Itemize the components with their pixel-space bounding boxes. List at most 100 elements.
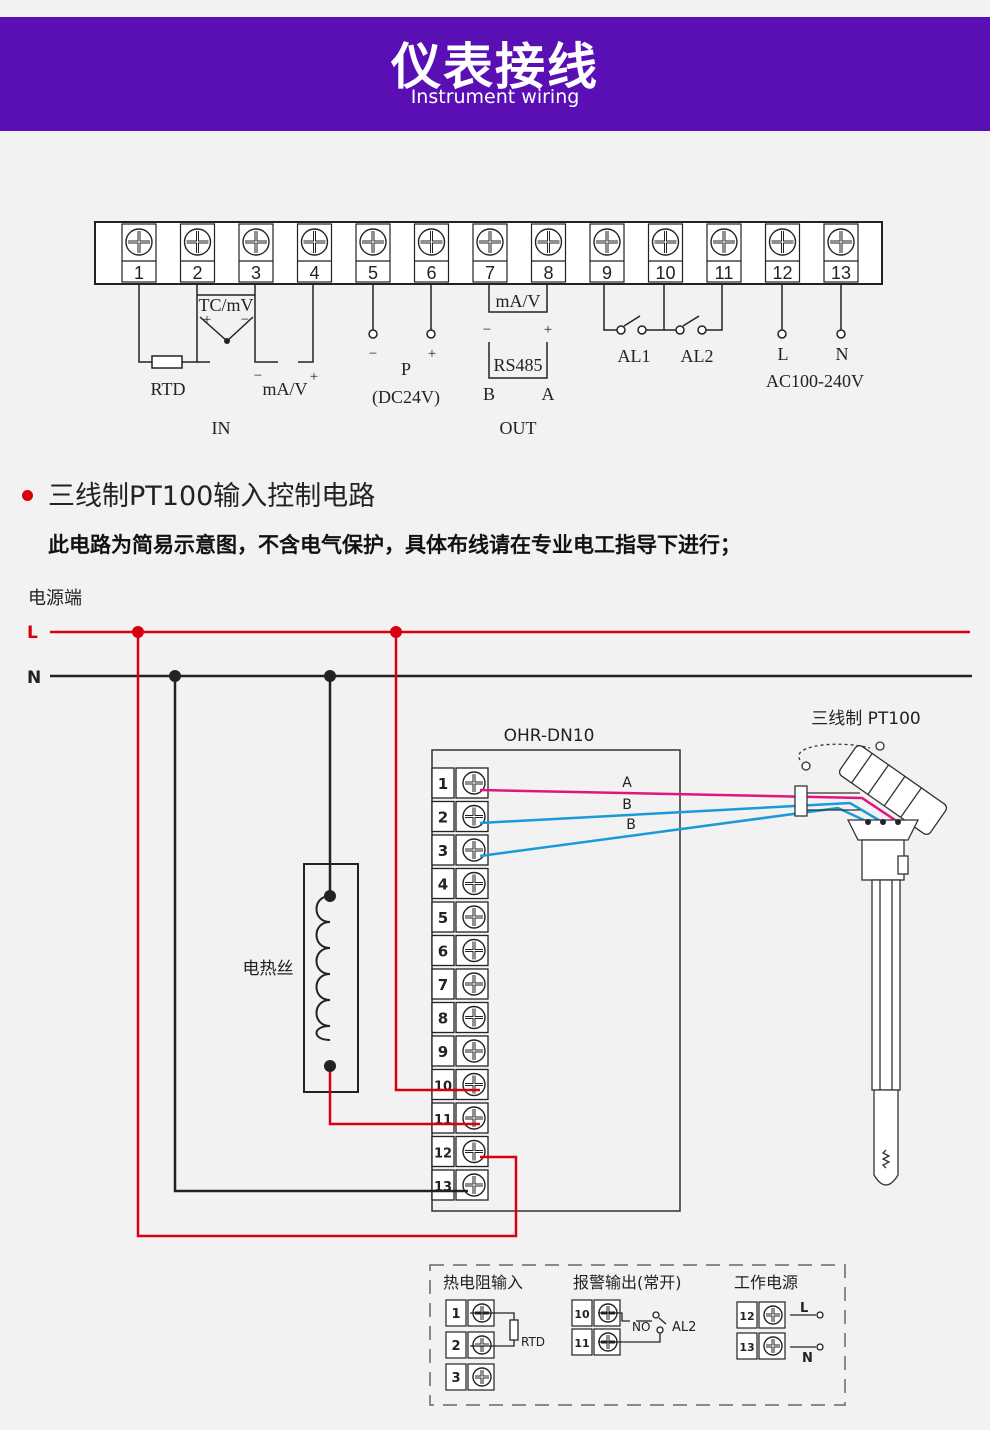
l-label: L [778, 344, 789, 364]
terminal-screw-icon [763, 1336, 783, 1356]
terminal-screw-icon [598, 1303, 618, 1323]
controller-terminal: 11 [431, 1102, 489, 1134]
terminal-screw-icon [462, 972, 486, 996]
terminal-screw-icon [462, 1106, 486, 1130]
terminal-screw-icon [472, 1367, 492, 1387]
strip-terminal-number: 4 [309, 263, 319, 283]
controller-terminal-number: 5 [438, 909, 448, 927]
controller-terminal-number: 6 [438, 943, 448, 961]
controller-terminal-number: 2 [438, 809, 448, 827]
wire-b2-label: B [626, 817, 636, 833]
terminal-screw-icon [462, 871, 486, 896]
p-label: P [401, 359, 411, 379]
l-junction-dot [132, 626, 144, 638]
l-junction-dot [390, 626, 402, 638]
legend-terminal: 10 [571, 1299, 621, 1327]
tc-plus-label: + [203, 312, 211, 328]
p-plus-label: + [428, 346, 436, 362]
strip-terminal-number: 13 [831, 263, 851, 283]
terminal-screw-icon [462, 1005, 486, 1030]
al1-label: AL1 [618, 346, 651, 366]
terminal-screw-icon [462, 938, 486, 963]
controller-terminal: 6 [431, 934, 489, 967]
terminal-screw-icon [763, 1305, 783, 1325]
strip-terminal: 2 [179, 223, 216, 283]
wire-b1-label: B [622, 797, 632, 813]
page-title: 仪表接线 [391, 38, 599, 96]
controller-terminal-number: 12 [434, 1147, 452, 1162]
legend-n-label: N [802, 1351, 813, 1366]
in-label: IN [212, 418, 231, 438]
controller-terminal-number: 11 [434, 1113, 452, 1128]
legend-no-label: NO [632, 1320, 650, 1334]
terminal-screw-icon [462, 1139, 486, 1164]
strip-terminal-number: 12 [772, 263, 792, 283]
heater-coil [315, 895, 331, 1041]
strip-terminal-number: 11 [715, 263, 734, 283]
l-to-terminal-10-wire [394, 632, 480, 1092]
heater-to-terminal-11-wire [328, 1066, 480, 1126]
heater-box [303, 863, 359, 1093]
legend-terminal-number: 11 [574, 1337, 589, 1350]
legend-terminal-number: 3 [451, 1371, 460, 1386]
section-note: 此电路为简易示意图，不含电气保护，具体布线请在专业电工指导下进行； [48, 533, 741, 557]
section-bullet [22, 490, 33, 501]
strip-terminal-number: 2 [192, 263, 202, 283]
terminal-screw-icon [125, 228, 153, 256]
terminal-screw-icon [598, 1332, 618, 1352]
legend-terminal: 3 [445, 1363, 495, 1391]
legend-terminal: 12 [736, 1301, 786, 1329]
controller-terminal: 3 [431, 834, 489, 866]
strip-terminal: 10 [647, 223, 684, 283]
heater-terminal-dot [324, 1060, 336, 1072]
controller-terminal-number: 8 [438, 1010, 448, 1028]
strip-terminal: 1 [121, 223, 157, 283]
strip-terminal: 6 [413, 223, 450, 283]
legend-terminal: 13 [736, 1332, 786, 1360]
strip-terminal: 5 [355, 223, 391, 283]
tc-minus-label: − [241, 312, 249, 328]
terminal-screw-icon [768, 228, 797, 256]
controller-terminal-number: 3 [438, 842, 448, 860]
legend-rtd-title: 热电阻输入 [443, 1273, 523, 1292]
heater-label: 电热丝 [243, 959, 294, 979]
n-to-terminal-13-wire [173, 676, 468, 1193]
terminal-screw-icon [472, 1303, 492, 1323]
ma-v-out-label: mA/V [496, 291, 541, 311]
pt100-sensor-icon [794, 741, 948, 1186]
strip-terminal: 13 [823, 223, 859, 283]
terminal-screw-icon [300, 228, 329, 256]
terminal-screw-icon [462, 1173, 486, 1197]
legend-rtd-label: RTD [521, 1335, 545, 1349]
terminal-screw-icon [417, 228, 446, 256]
power-source-label: 电源端 [28, 588, 82, 609]
terminal-screw-icon [462, 838, 486, 862]
ma-v-out-plus: + [544, 322, 552, 338]
terminal-screw-icon [462, 1072, 486, 1097]
strip-terminal: 3 [238, 223, 274, 283]
sensor-wire-a [479, 788, 899, 824]
a-label: A [542, 384, 555, 404]
legend-terminal-number: 2 [451, 1339, 460, 1354]
strip-terminal-number: 6 [426, 263, 436, 283]
n-junction-dot [324, 670, 336, 682]
dc24v-label: (DC24V) [372, 387, 440, 408]
legend-terminal-number: 10 [574, 1308, 590, 1321]
terminal-screw-icon [534, 228, 563, 256]
terminal-screw-icon [476, 228, 504, 256]
rs485-label: RS485 [493, 355, 542, 375]
legend-box [429, 1264, 846, 1406]
sensor-wire-b2 [479, 806, 869, 858]
legend-terminal-number: 12 [739, 1310, 754, 1323]
out-label: OUT [500, 418, 537, 438]
legend-power-title: 工作电源 [734, 1273, 798, 1292]
controller-terminal-number: 4 [438, 876, 448, 894]
terminal-screw-icon [462, 771, 486, 795]
ma-v-in-label: mA/V [263, 379, 308, 399]
controller-terminal: 1 [431, 767, 489, 799]
terminal-screw-icon [593, 228, 621, 256]
ac-voltage-label: AC100-240V [766, 371, 864, 391]
legend-al2-label: AL2 [672, 1320, 696, 1335]
legend-terminal: 1 [445, 1299, 495, 1327]
legend-terminal-number: 1 [451, 1307, 460, 1322]
